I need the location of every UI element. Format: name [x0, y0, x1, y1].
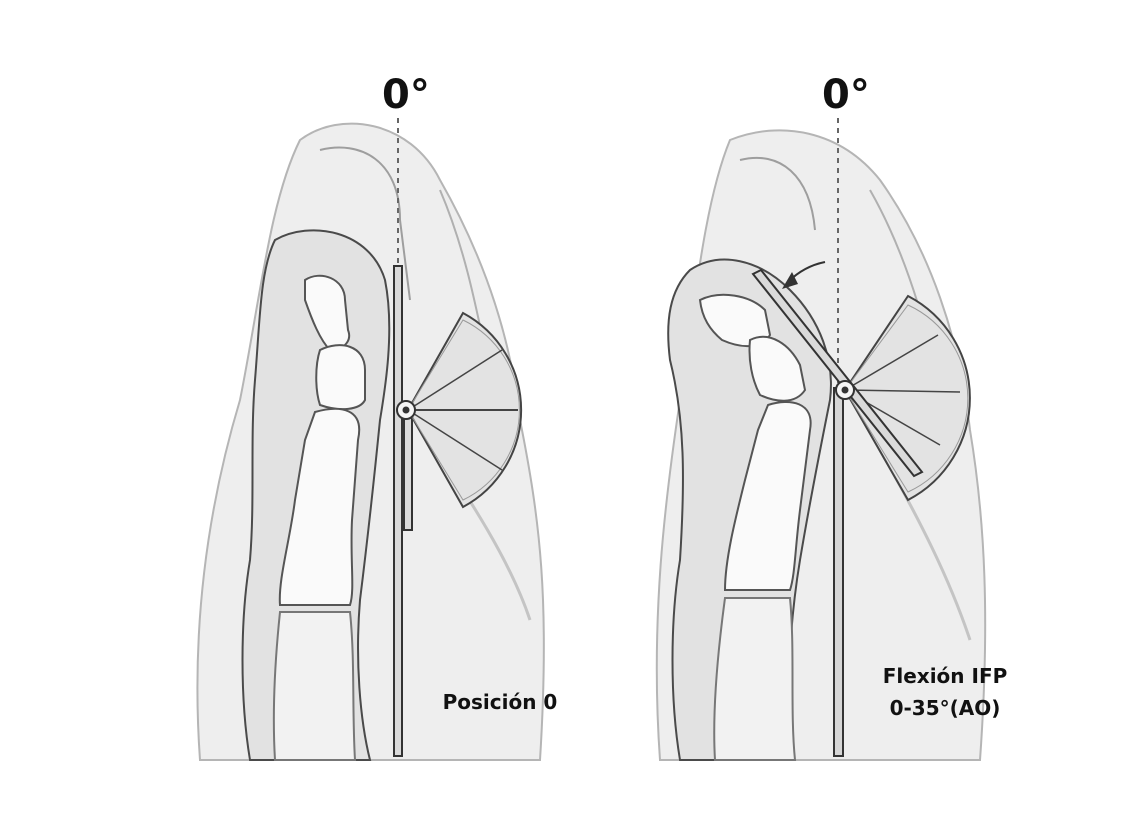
angle-label-zero: 0°: [822, 72, 870, 118]
caption-pip-flexion-line1: Flexión IFP: [882, 664, 1008, 688]
panel-position-zero: 0° Posición 0: [180, 0, 600, 836]
finger-goniometer-flexion-illustration: [655, 118, 987, 761]
panel-pip-flexion: 0° Flexión IFP 0-35°(AO): [640, 0, 1060, 836]
caption-position-zero: Posición 0: [442, 690, 558, 714]
caption-pip-flexion-line2: 0-35°(AO): [889, 696, 1001, 720]
angle-label-zero: 0°: [382, 72, 430, 118]
finger-goniometer-neutral-illustration: [196, 118, 545, 761]
